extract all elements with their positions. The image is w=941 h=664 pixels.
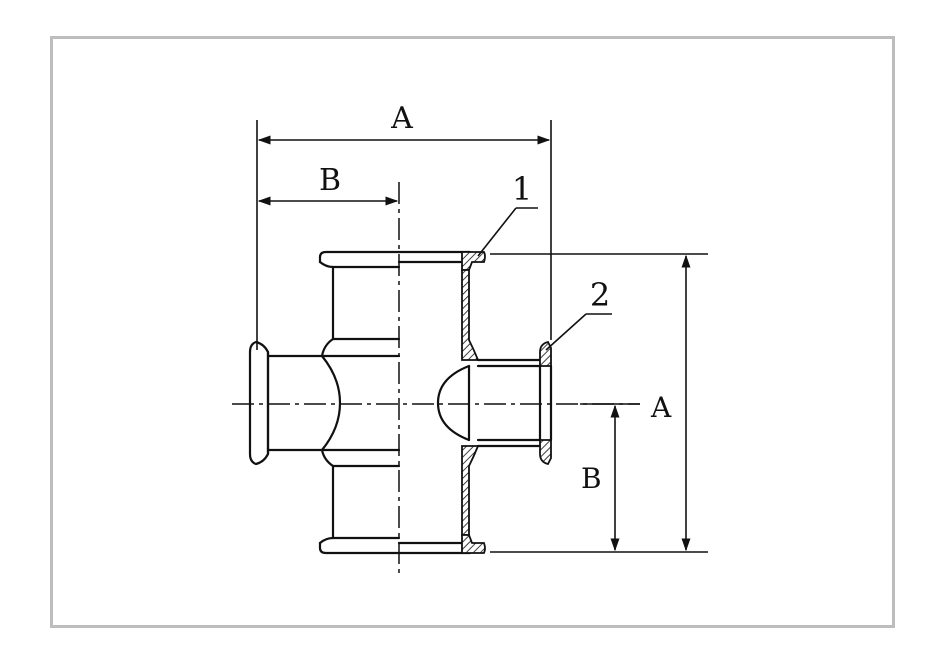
dimension-b-right: B	[580, 403, 640, 552]
dimension-label-a-top: A	[390, 101, 413, 136]
dimension-b-top: B	[257, 163, 399, 206]
dimension-label-b-top: B	[319, 163, 341, 198]
dimension-label-a-right: A	[650, 391, 672, 424]
part-label-2: 2	[590, 276, 610, 314]
part-callout-1: 1	[477, 170, 538, 257]
section-view	[397, 250, 553, 555]
part-callout-2: 2	[545, 276, 612, 351]
dimension-a-top: A	[256, 101, 552, 350]
part-label-1: 1	[512, 170, 532, 208]
dimension-a-right: A	[490, 253, 708, 553]
exterior-view	[248, 250, 401, 555]
drawing-frame	[50, 36, 895, 628]
dimension-label-b-right: B	[581, 462, 602, 495]
